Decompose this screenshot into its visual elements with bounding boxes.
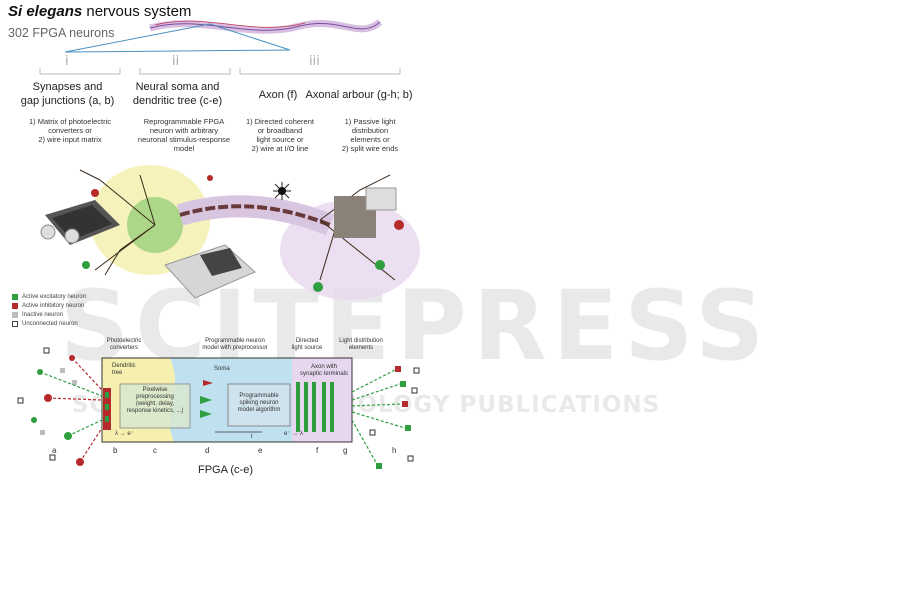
legend-item: Active inhibitory neuron [12, 301, 86, 310]
label-formula-left: λ → e⁻ [115, 431, 134, 437]
panel-letter: g [343, 446, 348, 455]
figure-title: Si elegans nervous system [8, 3, 192, 20]
panel-letter: b [113, 446, 118, 455]
panel-letter: d [205, 446, 210, 455]
panel-letter: a [52, 446, 57, 455]
unconnected-swatch [12, 320, 18, 327]
figure-subtitle: 302 FPGA neurons [8, 26, 115, 40]
legend-item: Inactive neuron [12, 310, 86, 319]
panel-letter: h [392, 446, 397, 455]
neuron-legend: Active excitatory neuron Active inhibito… [12, 292, 86, 328]
panel-letter: f [316, 446, 319, 455]
label-formula-mid: t [251, 434, 253, 440]
legend-item: Unconnected neuron [12, 319, 86, 328]
section-numeral: ii [172, 54, 180, 69]
panel-letter: c [153, 446, 157, 455]
section-title-arbour: Axonal arbour (g-h; b) [305, 89, 413, 101]
section-numeral: iii [309, 54, 320, 69]
label-soma: Soma [214, 366, 230, 372]
panel-letter: e [258, 446, 263, 455]
section-numeral: i [65, 54, 69, 69]
excitatory-swatch [12, 293, 18, 300]
section-title-axon: Axon (f) [258, 89, 298, 101]
inactive-swatch [12, 311, 18, 318]
inhibitory-swatch [12, 302, 18, 309]
label-formula-right: e⁻ → λ [284, 431, 303, 437]
fpga-caption: FPGA (c-e) [198, 464, 254, 476]
legend-item: Active excitatory neuron [12, 292, 86, 301]
